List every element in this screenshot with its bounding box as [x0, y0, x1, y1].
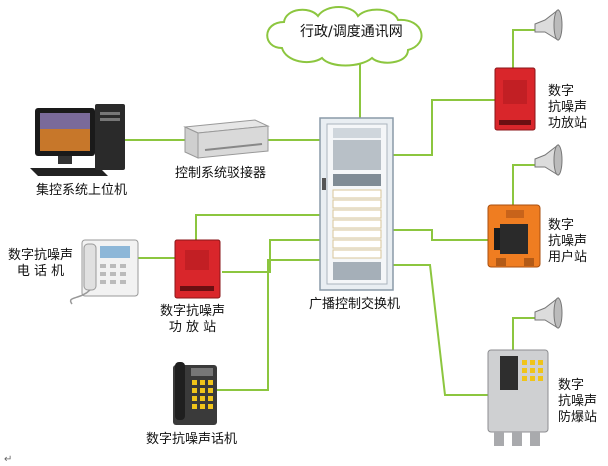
- link-exchange-user: [393, 229, 488, 241]
- amp-right-label-line1: 数字: [548, 84, 575, 99]
- user-station-icon: [487, 204, 541, 268]
- connector-label: 控制系统驳接器: [175, 166, 267, 181]
- explosion-right-label: 数字 抗噪声 防爆站: [558, 378, 597, 426]
- handset-label: 数字抗噪声话机: [146, 432, 238, 447]
- amp-left-label: 数字抗噪声 功 放 站: [160, 304, 225, 336]
- phone-left-label-line1: 数字抗噪声: [8, 248, 74, 263]
- explosion-right-label-line2: 抗噪声: [558, 394, 598, 409]
- explosion-right-label-line1: 数字: [558, 378, 585, 393]
- amp-left-label-line2: 功 放 站: [168, 320, 217, 335]
- exchange-label: 广播控制交换机: [309, 297, 401, 312]
- phone-left-label: 数字抗噪声 电 话 机: [8, 248, 73, 280]
- user-right-label-line2: 抗噪声: [548, 234, 588, 249]
- cloud-label: 行政/调度通讯网: [300, 24, 403, 40]
- explosion-proof-station-icon: [487, 349, 549, 446]
- speaker-icon: [534, 143, 563, 176]
- cloud-icon: [266, 6, 423, 67]
- handset-icon: [173, 362, 217, 425]
- host-pc-label: 集控系统上位机: [36, 183, 128, 198]
- link-exchange-explosion: [393, 264, 488, 396]
- connector-icon: [183, 119, 270, 159]
- link-speaker-1: [512, 29, 535, 70]
- explosion-right-label-line3: 防爆站: [558, 410, 598, 425]
- cabinet-icon: [319, 117, 394, 291]
- user-right-label: 数字 抗噪声 用户站: [548, 218, 587, 266]
- link-amp-exchange: [222, 239, 320, 273]
- amp-right-label-line3: 功放站: [548, 116, 588, 131]
- user-right-label-line3: 用户站: [548, 250, 588, 265]
- link-phone-exchange: [138, 214, 320, 259]
- phone-left-label-line2: 电 话 机: [16, 264, 65, 279]
- amp-right-label-line2: 抗噪声: [548, 100, 588, 115]
- user-right-label-line1: 数字: [548, 218, 575, 233]
- link-exchange-amp-right: [393, 99, 495, 156]
- left-amplifier-icon: [174, 239, 221, 299]
- speaker-icon: [534, 296, 563, 329]
- link-handset-exchange: [217, 259, 320, 391]
- link-speaker-2: [512, 164, 535, 205]
- desk-phone-icon: [69, 239, 139, 305]
- speaker-icon: [534, 8, 563, 41]
- link-speaker-3: [512, 317, 535, 350]
- amp-left-label-line1: 数字抗噪声: [160, 304, 226, 319]
- computer-icon: [30, 104, 125, 176]
- amp-right-label: 数字 抗噪声 功放站: [548, 84, 587, 132]
- return-mark: ↵: [4, 454, 12, 465]
- right-amplifier-icon: [494, 67, 536, 131]
- connection-lines: [125, 29, 535, 396]
